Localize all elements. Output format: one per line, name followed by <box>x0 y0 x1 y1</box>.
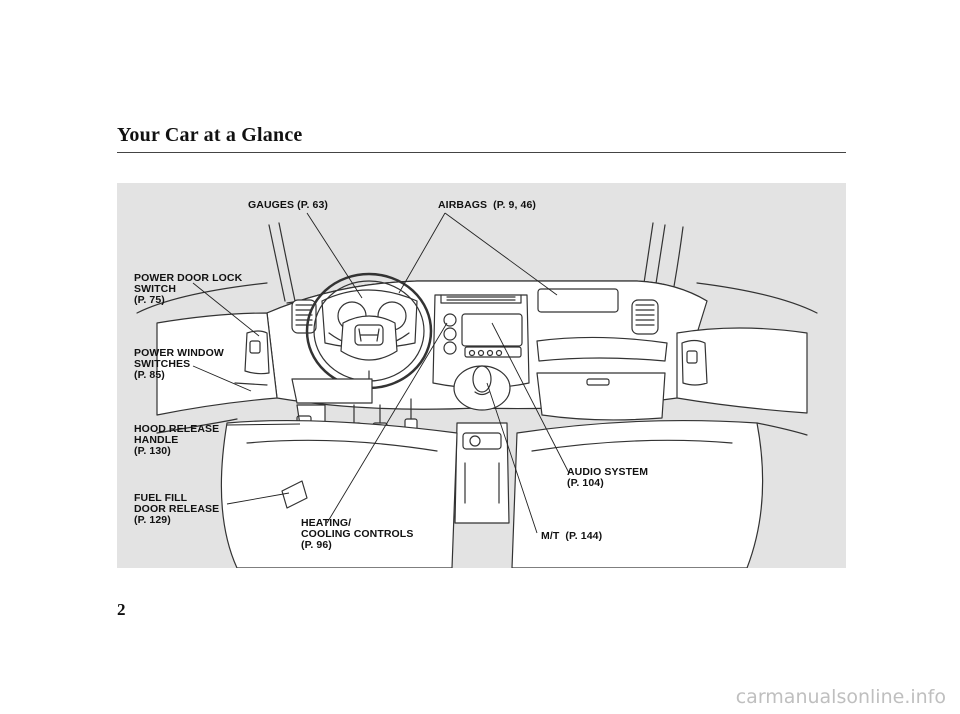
power-window-callout: POWER WINDOW SWITCHES (P. 85) <box>134 348 224 381</box>
page-number: 2 <box>117 600 126 620</box>
heating-cooling-callout: HEATING/ COOLING CONTROLS (P. 96) <box>301 518 413 551</box>
power-door-lock-callout: POWER DOOR LOCK SWITCH (P. 75) <box>134 273 242 306</box>
hood-release-callout: HOOD RELEASE HANDLE (P. 130) <box>134 424 219 457</box>
title-rule <box>117 152 846 153</box>
gauges-callout: GAUGES (P. 63) <box>248 200 328 211</box>
dashboard-figure <box>117 183 846 568</box>
dashboard-illustration <box>117 183 846 568</box>
audio-system-callout: AUDIO SYSTEM (P. 104) <box>567 467 648 489</box>
fuel-fill-callout: FUEL FILL DOOR RELEASE (P. 129) <box>134 493 219 526</box>
watermark: carmanualsonline.info <box>736 686 946 708</box>
airbags-callout: AIRBAGS (P. 9, 46) <box>438 200 536 211</box>
page-title: Your Car at a Glance <box>117 124 302 147</box>
manual-transmission-callout: M/T (P. 144) <box>541 531 602 542</box>
